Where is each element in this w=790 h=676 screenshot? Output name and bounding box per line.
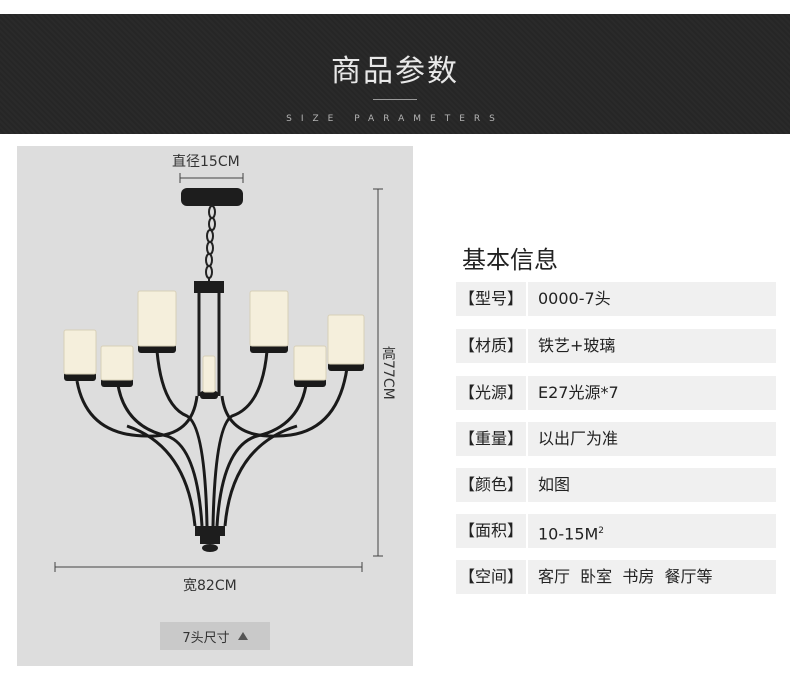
info-key: 【重量】	[458, 429, 523, 448]
info-value: 客厅 卧室 书房 餐厅等	[538, 567, 713, 586]
header-divider	[373, 99, 417, 100]
size-tab-label: 7头尺寸	[182, 630, 230, 646]
info-value: 0000-7头	[538, 289, 611, 308]
info-key: 【空间】	[458, 567, 523, 586]
info-row-color: 【颜色】 如图	[456, 468, 776, 502]
info-row-area: 【面积】 10-15M2	[456, 514, 776, 548]
info-key: 【材质】	[458, 336, 523, 355]
info-separator	[526, 422, 528, 456]
info-row-light-source: 【光源】 E27光源*7	[456, 376, 776, 410]
dimension-diameter: 直径15CM	[172, 154, 240, 170]
info-key: 【型号】	[458, 289, 523, 308]
info-value: 如图	[538, 475, 571, 494]
info-value: 以出厂为准	[538, 429, 619, 448]
info-separator	[526, 282, 528, 316]
dimension-height: 高77CM	[380, 346, 396, 400]
info-separator	[526, 329, 528, 363]
info-row-model: 【型号】 0000-7头	[456, 282, 776, 316]
chandelier-illustration	[54, 173, 383, 572]
page-subtitle: SIZE PARAMETERS	[286, 114, 504, 124]
info-key: 【光源】	[458, 383, 523, 402]
page-title: 商品参数	[331, 54, 459, 89]
product-image-panel: 直径15CM 高77CM 宽82CM 7头尺寸	[17, 146, 413, 666]
info-value: 10-15M2	[528, 514, 776, 548]
area-value: 10-15M	[538, 524, 599, 544]
info-row-material: 【材质】 铁艺+玻璃	[456, 329, 776, 363]
info-value: E27光源*7	[538, 383, 619, 402]
info-separator	[526, 514, 528, 548]
dimension-width: 宽82CM	[183, 578, 237, 594]
info-separator	[526, 560, 528, 594]
info-separator	[526, 468, 528, 502]
size-tab[interactable]: 7头尺寸	[160, 622, 270, 650]
info-key: 【面积】	[458, 521, 523, 540]
info-row-weight: 【重量】 以出厂为准	[456, 422, 776, 456]
header-banner: 商品参数 SIZE PARAMETERS	[0, 14, 790, 134]
info-row-space: 【空间】 客厅 卧室 书房 餐厅等	[456, 560, 776, 594]
info-key: 【颜色】	[458, 475, 523, 494]
info-separator	[526, 376, 528, 410]
area-superscript: 2	[598, 526, 605, 536]
triangle-up-icon	[237, 632, 248, 640]
info-title: 基本信息	[462, 246, 558, 274]
info-value: 铁艺+玻璃	[538, 336, 616, 355]
